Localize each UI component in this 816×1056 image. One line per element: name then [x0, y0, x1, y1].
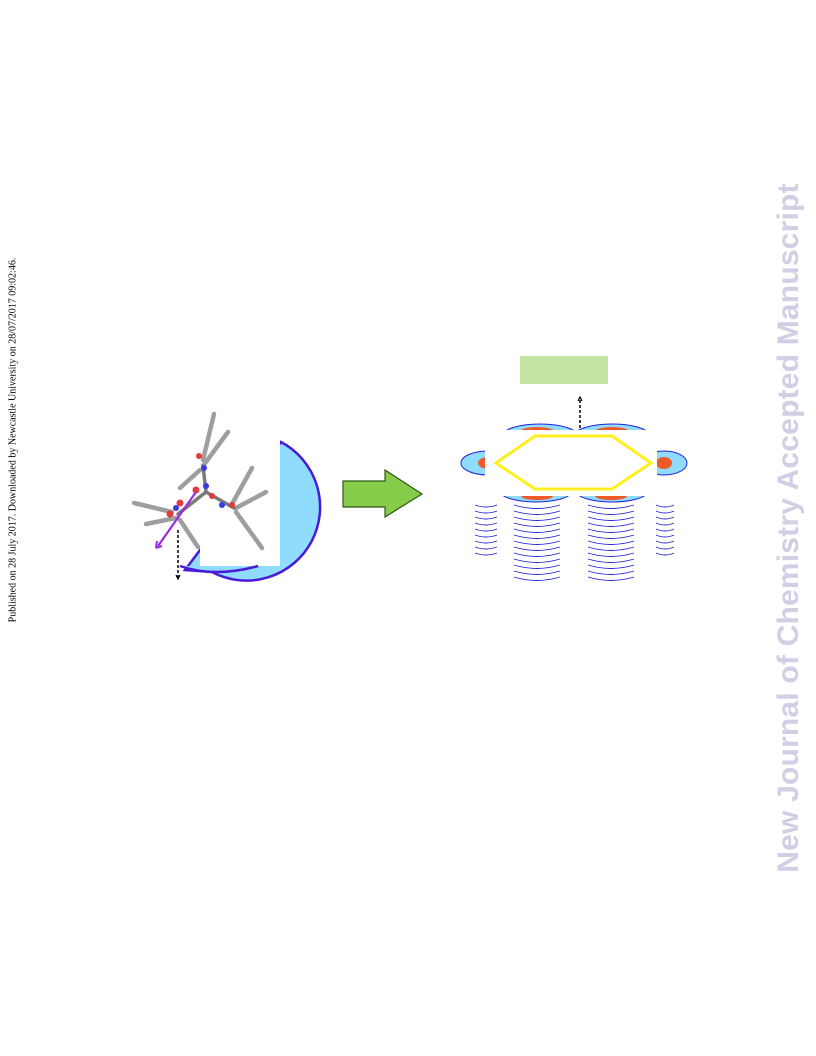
assembly-center-panel: [485, 430, 657, 496]
axis-right-arrowhead: [577, 395, 583, 402]
dipole-arrowhead: [155, 540, 163, 549]
dipole-vector: [157, 491, 197, 547]
hetero-atoms: [166, 453, 235, 518]
molecule-disc-group: [131, 411, 322, 582]
column-center-right-stack: [587, 504, 635, 581]
hexagonal-lattice-outline: [493, 434, 654, 491]
column-right-stack: [655, 504, 675, 556]
assembly-label-box: [520, 356, 608, 384]
alkyl-chain-right: [229, 465, 269, 551]
columnar-hexagonal-assembly-icon: [460, 356, 688, 581]
right-arrow-icon: [342, 468, 424, 519]
alkyl-chain-upper: [177, 411, 231, 491]
column-left-stack: [474, 504, 498, 556]
column-center-left-stack: [513, 504, 561, 581]
alkyl-chain-left: [131, 500, 201, 550]
disc-bottom-edge: [179, 564, 259, 574]
axis-left-arrowhead: [175, 574, 181, 581]
molecule-icon: [131, 411, 269, 551]
